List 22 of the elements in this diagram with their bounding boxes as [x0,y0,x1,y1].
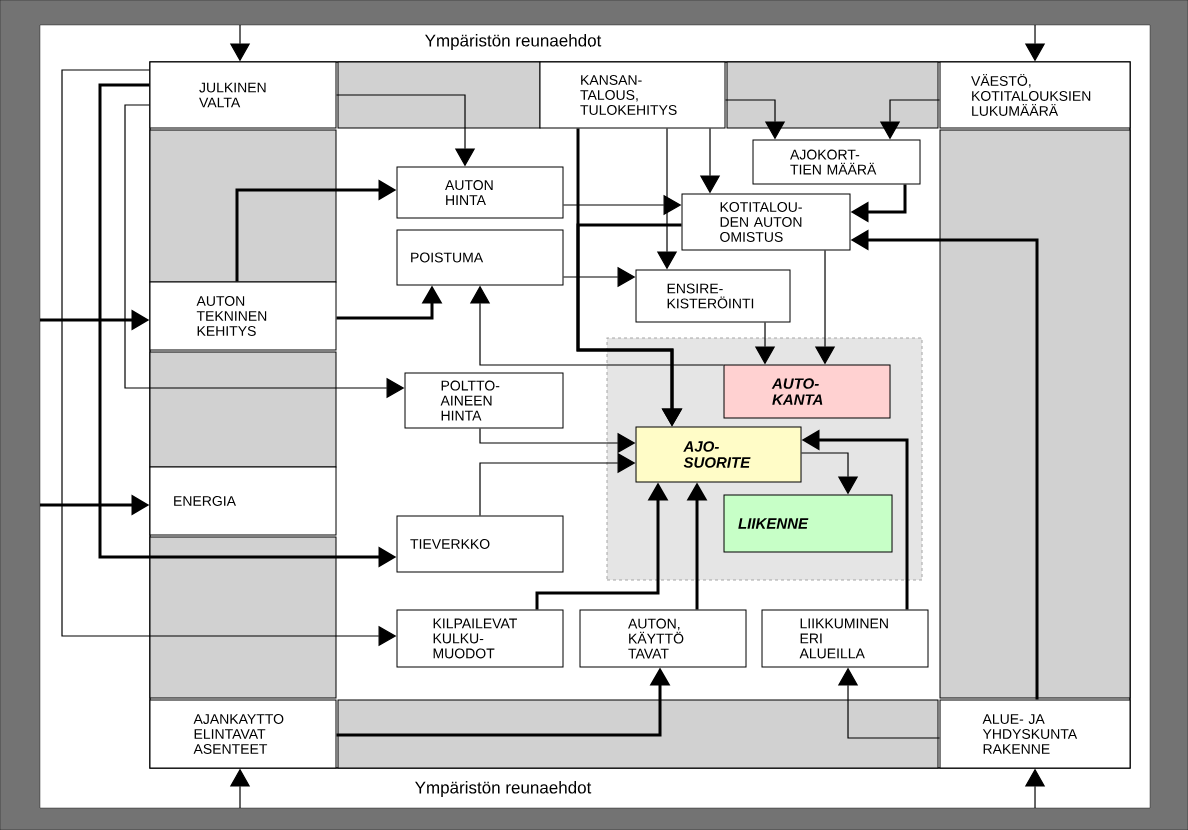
process-box: KOTITALOU- DEN AUTON OMISTUS [681,193,851,251]
process-box: ENERGIA [149,466,337,536]
process-box: POISTUMA [396,229,564,286]
process-box: AJANKAYTTO ELINTAVAT ASENTEET [149,699,337,769]
process-box: TIEVERKKO [396,515,564,573]
process-box: AJO- SUORITE [635,426,802,483]
process-box: LIIKENNE [723,494,893,553]
process-box: KILPAILEVAT KULKU- MUODOT [396,609,564,668]
process-box: AUTON TEKNINEN KEHITYS [149,281,337,351]
process-box: AJOKORT- TIEN MÄÄRÄ [752,139,921,185]
process-box: ALUE- JA YHDYSKUNTA RAKENNE [939,699,1131,769]
process-box: KANSAN- TALOUS, TULOKEHITYS [539,61,726,129]
process-box: AUTON HINTA [396,166,564,219]
process-box: LIIKKUMINEN ERI ALUEILLA [761,609,929,668]
boundary-label: Ympäristön reunaehdot [415,781,592,797]
process-box: ENSIRE- KISTERÖINTI [635,269,791,323]
process-box: AUTON, KÄYTTÖ TAVAT [579,609,747,668]
process-box: JULKINEN VALTA [149,61,337,129]
boundary-label: Ympäristön reunaehdot [425,34,602,50]
process-box: POLTTO- AINEEN HINTA [404,372,564,429]
process-box: AUTO- KANTA [723,364,891,419]
process-box: VÄESTÖ, KOTITALOUKSIEN LUKUMÄÄRÄ [939,61,1131,129]
